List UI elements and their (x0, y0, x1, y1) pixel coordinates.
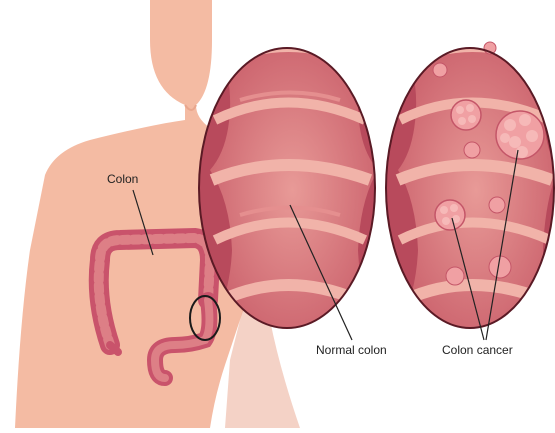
tumor-upper (451, 100, 481, 130)
normal-colon-label: Normal colon (316, 343, 387, 357)
colon-cancer-label: Colon cancer (442, 343, 513, 357)
tumor-large (496, 111, 544, 159)
colon-label: Colon (107, 172, 138, 186)
colon-cancer-magnified-view (380, 40, 555, 340)
tumor-middle-left (435, 200, 465, 230)
